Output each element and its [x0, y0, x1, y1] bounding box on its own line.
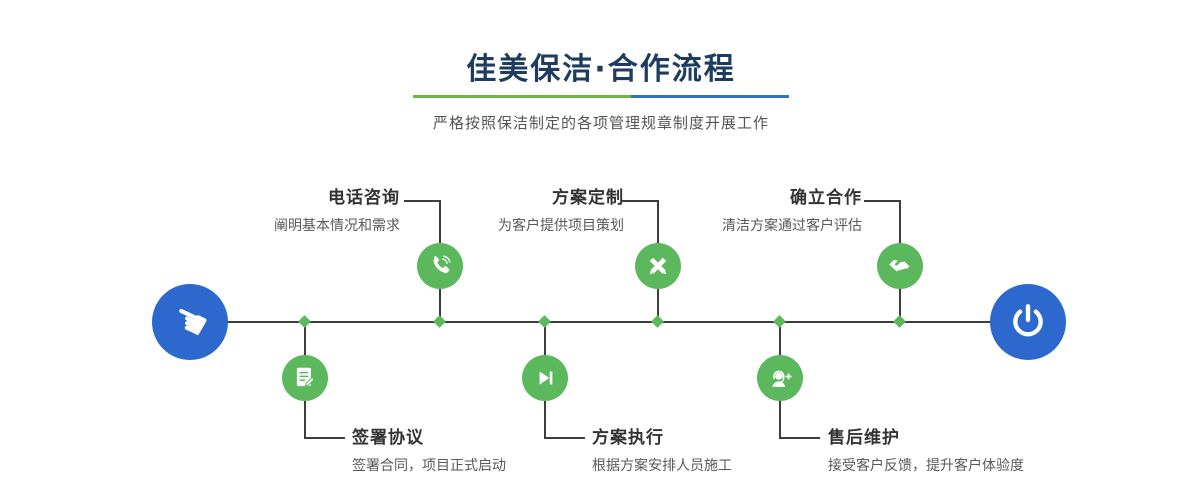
- pointing-hand-icon: ☚: [164, 293, 216, 351]
- connector: [304, 323, 306, 355]
- handshake-icon: [888, 259, 909, 272]
- connector: [544, 401, 546, 439]
- step-label: 售后维护 接受客户反馈，提升客户体验度: [828, 428, 1024, 476]
- step-title: 确立合作: [790, 188, 862, 208]
- step-desc: 清洁方案通过客户评估: [722, 218, 862, 234]
- contract-icon: [296, 367, 315, 387]
- end-node: [990, 284, 1066, 360]
- step-title: 签署协议: [352, 428, 424, 448]
- page-subtitle: 严格按照保洁制定的各项管理规章制度开展工作: [432, 114, 769, 132]
- connector: [439, 200, 441, 243]
- timeline-diamond: [298, 315, 311, 328]
- step-title: 电话咨询: [328, 188, 400, 208]
- connector: [779, 401, 781, 439]
- connector: [404, 200, 441, 202]
- connector: [657, 289, 659, 322]
- connector: [439, 289, 441, 322]
- timeline-diamond: [893, 315, 906, 328]
- step-title: 售后维护: [828, 428, 900, 448]
- connector: [864, 200, 901, 202]
- timeline-diamond: [651, 315, 664, 328]
- step-label: 方案执行 根据方案安排人员施工: [592, 428, 732, 476]
- step-label: 确立合作 清洁方案通过客户评估: [722, 188, 862, 236]
- step-desc: 根据方案安排人员施工: [592, 458, 732, 474]
- connector: [545, 437, 585, 439]
- connector: [622, 200, 659, 202]
- timeline-line: [190, 321, 1030, 323]
- underline-blue-segment: [631, 95, 789, 98]
- step-desc: 签署合同，项目正式启动: [352, 458, 506, 474]
- step-circle-plan: [635, 243, 681, 289]
- connector: [304, 401, 306, 439]
- step-label: 方案定制 为客户提供项目策划: [498, 188, 624, 236]
- step-desc: 接受客户反馈，提升客户体验度: [828, 458, 1024, 474]
- timeline-diamond: [773, 315, 786, 328]
- step-circle-contract: [282, 355, 328, 401]
- phone-icon: [433, 255, 451, 274]
- step-desc: 为客户提供项目策划: [498, 218, 624, 234]
- timeline-diamond: [538, 315, 551, 328]
- step-circle-execution: [522, 355, 568, 401]
- connector: [305, 437, 345, 439]
- step-desc: 阐明基本情况和需求: [274, 218, 400, 234]
- step-label: 签署协议 签署合同，项目正式启动: [352, 428, 506, 476]
- title-underline: [413, 95, 789, 98]
- timeline-diamond: [433, 315, 446, 328]
- start-node: ☚: [152, 284, 228, 360]
- connector: [899, 289, 901, 322]
- underline-green-segment: [413, 95, 632, 98]
- power-icon: [1013, 304, 1043, 337]
- headset-icon: [771, 370, 792, 387]
- step-circle-cooperation: [877, 243, 923, 289]
- connector: [899, 200, 901, 243]
- connector: [779, 323, 781, 355]
- step-title: 方案执行: [592, 428, 664, 448]
- play-next-icon: [539, 371, 553, 385]
- step-title: 方案定制: [552, 188, 624, 208]
- connector: [657, 200, 659, 243]
- connector: [544, 323, 546, 355]
- step-label: 电话咨询 阐明基本情况和需求: [274, 188, 400, 236]
- crossed-pencils-icon: [649, 257, 667, 275]
- step-circle-phone: [417, 243, 463, 289]
- connector: [780, 437, 820, 439]
- page-title: 佳美保洁·合作流程: [466, 52, 736, 87]
- step-circle-aftersales: [757, 355, 803, 401]
